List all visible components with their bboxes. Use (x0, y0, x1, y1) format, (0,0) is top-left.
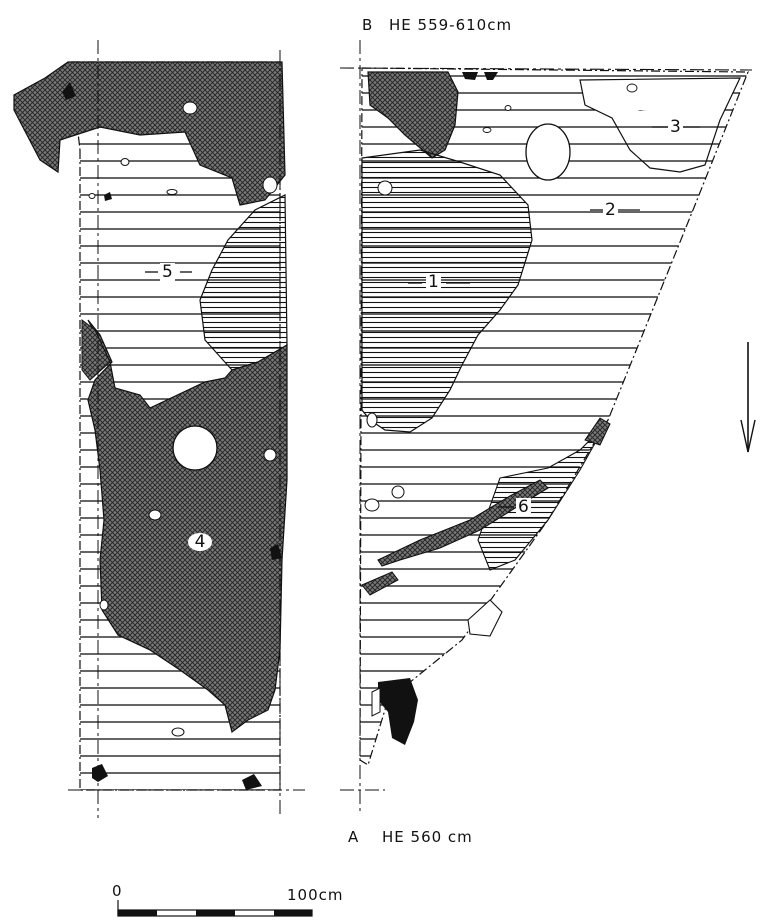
section-a-label: HE 560 cm (382, 828, 473, 846)
stone-void (262, 176, 278, 194)
left-profile (13, 40, 305, 818)
reference-line (339, 67, 753, 71)
stone-void (525, 123, 571, 181)
layer-3-lines (612, 110, 720, 172)
black-stone (104, 192, 112, 201)
stone-void (263, 448, 277, 462)
layer-6-label: 6 (516, 497, 531, 517)
stone-void (377, 180, 393, 196)
black-stone (242, 774, 262, 790)
black-stone (484, 72, 498, 80)
diagonal-crosshatch-band (377, 479, 549, 567)
stone-void (171, 727, 185, 737)
layer-1-label: 1 (426, 272, 441, 292)
black-stone-large (378, 678, 418, 745)
small-crosshatch (361, 571, 399, 596)
layer-3-label: 3 (668, 117, 683, 137)
stone-void (364, 498, 380, 512)
right-profile (339, 40, 753, 815)
stone-void (482, 127, 492, 133)
stone-void (148, 509, 162, 521)
stone-void (88, 193, 96, 199)
stone-void (166, 189, 178, 195)
arrow-down-icon (740, 342, 756, 453)
stone-void (366, 412, 378, 428)
section-a-letter: A (348, 828, 360, 846)
stone-void (467, 599, 503, 637)
section-b-letter: B (362, 16, 374, 34)
layer-1-region (361, 149, 533, 433)
layer-4-label: 4 (188, 533, 212, 551)
stone-void (120, 158, 130, 166)
black-stone (92, 764, 108, 782)
black-stone (62, 82, 76, 100)
section-b-label: HE 559-610cm (389, 16, 513, 34)
corner-crosshatch (584, 417, 611, 446)
stone-outline (371, 687, 381, 717)
stone-void (172, 425, 218, 471)
layer-5-label: 5 (160, 262, 175, 282)
scale-bar (117, 900, 313, 917)
stone-void (504, 105, 512, 111)
right-top-crosshatch (367, 71, 459, 159)
black-stone (270, 544, 282, 560)
layer-4-crosshatch (87, 319, 288, 734)
stone-void (99, 599, 109, 611)
black-stone (462, 72, 478, 80)
stone-void (626, 83, 638, 93)
stone-void (391, 485, 405, 499)
scale-end-label: 100cm (287, 886, 344, 904)
stone-void (182, 101, 198, 115)
scale-start-label: 0 (112, 882, 123, 900)
layer-6-region (477, 419, 609, 571)
left-edge-crosshatch (81, 318, 111, 381)
layer-2-label: 2 (603, 200, 618, 220)
label-leaders (145, 126, 700, 508)
